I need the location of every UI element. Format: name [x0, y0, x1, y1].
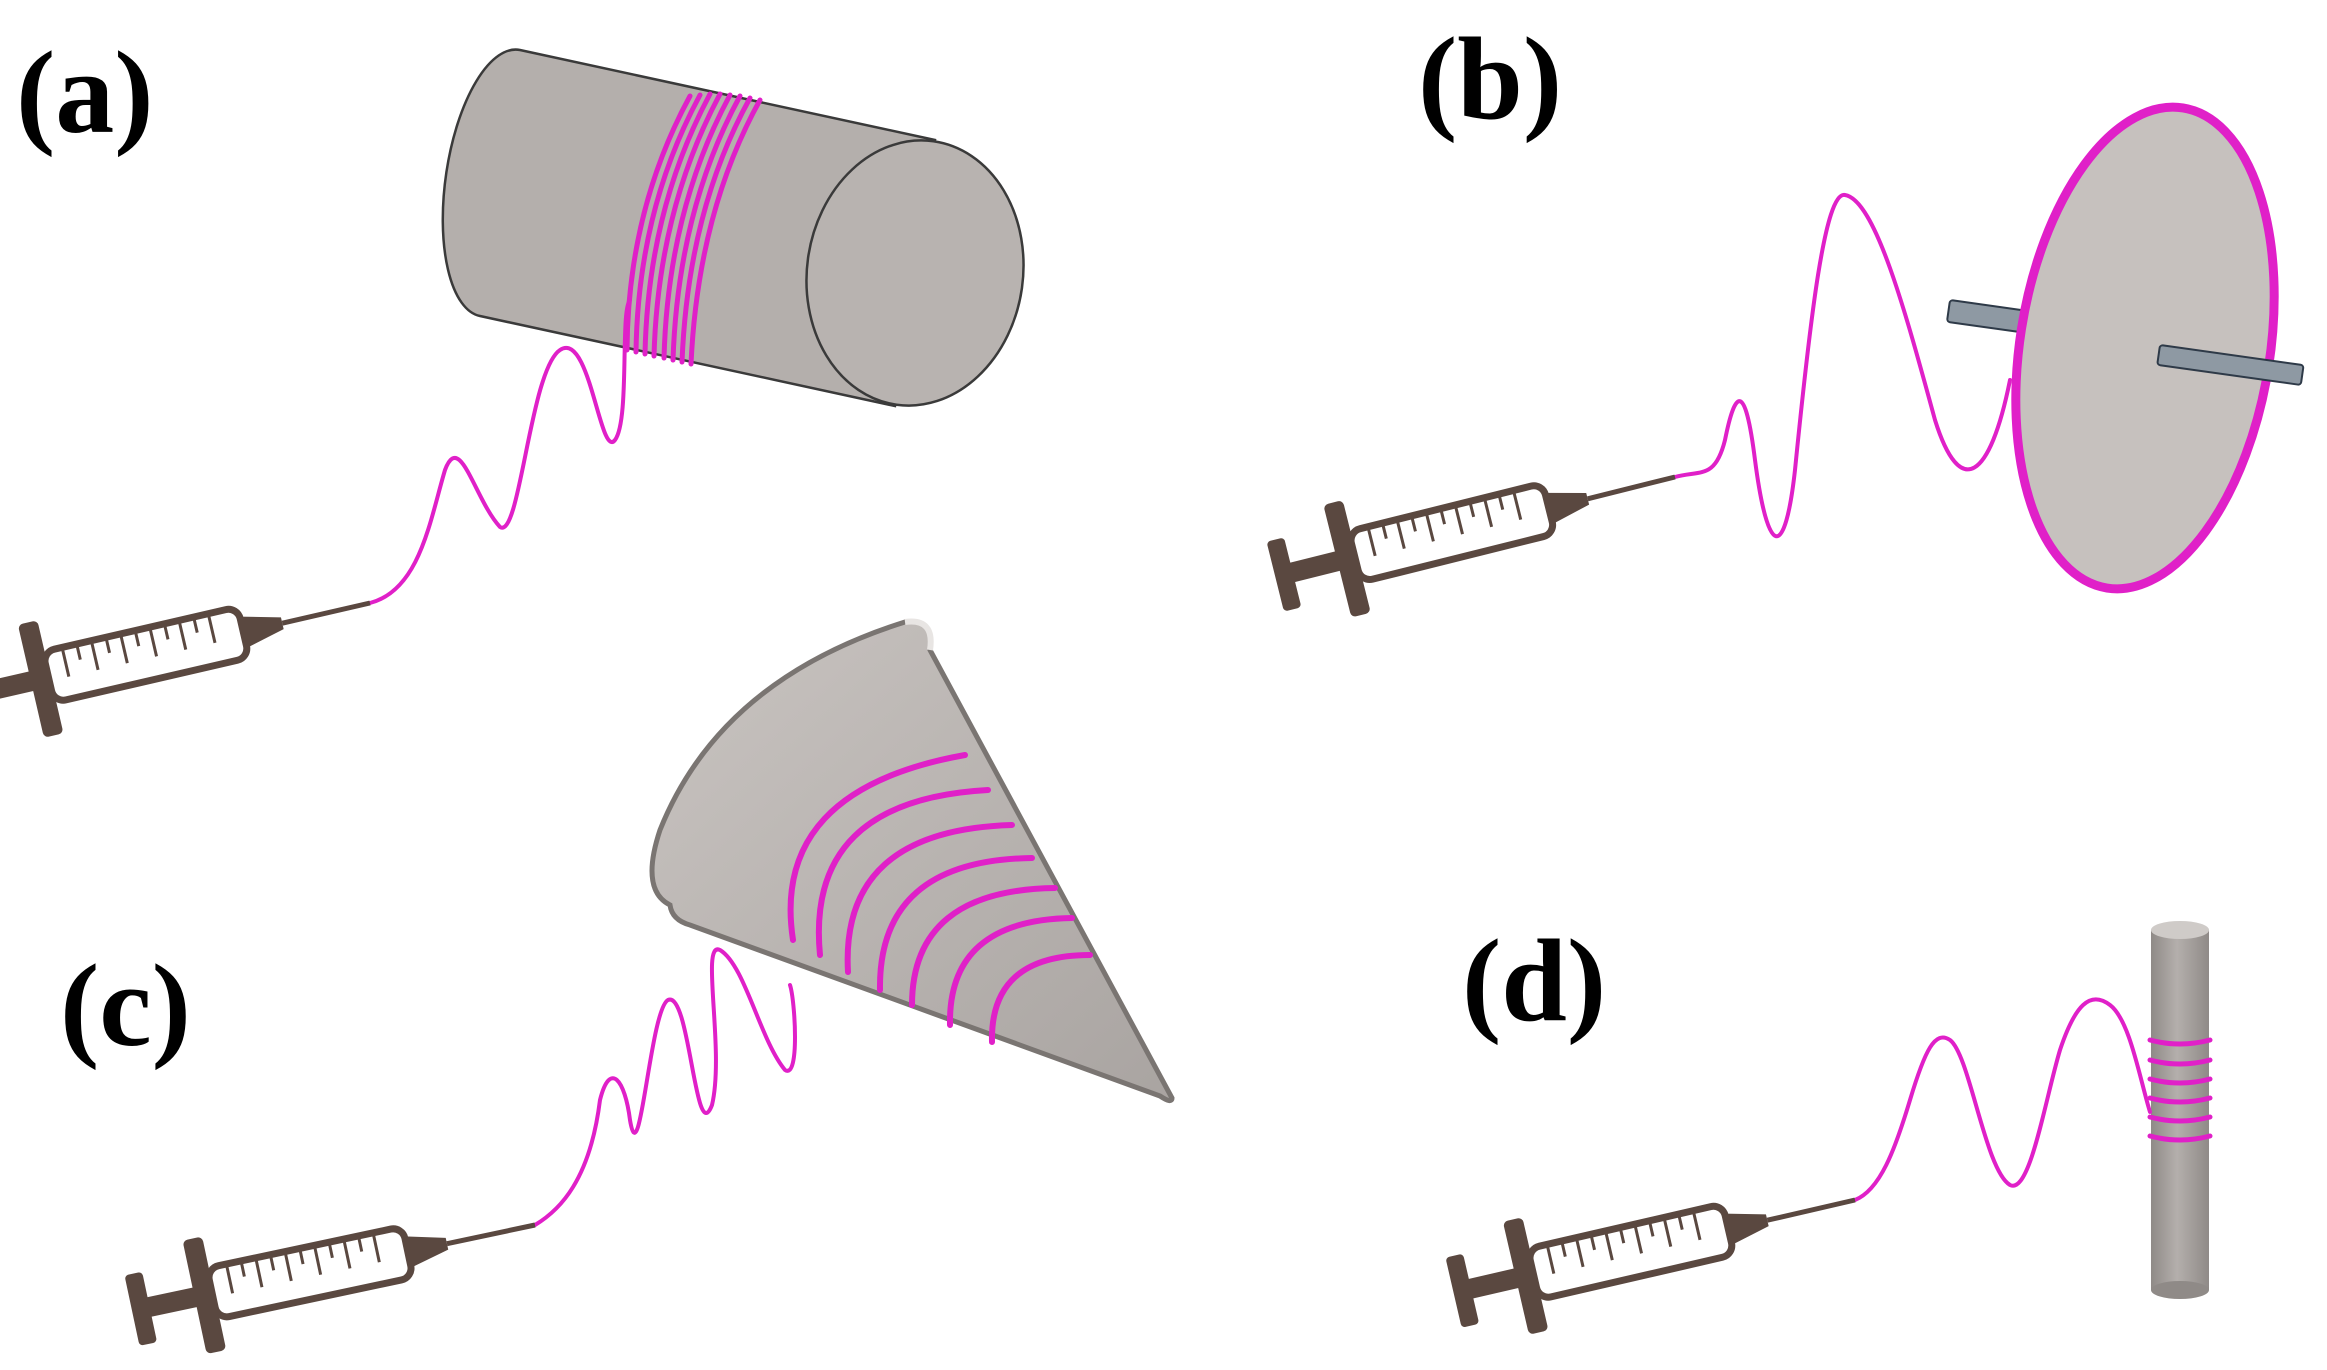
- syringe-icon: [1441, 1143, 1869, 1349]
- drum-collector-icon: [441, 48, 1025, 408]
- panel-d-label: (d): [1462, 915, 1606, 1046]
- fiber-jet-c: [533, 947, 797, 1227]
- panel-b-label: (b): [1418, 13, 1562, 144]
- axle-front: [2156, 344, 2305, 386]
- syringe-icon: [120, 1168, 547, 1367]
- cone-collector-icon: [649, 618, 1175, 1104]
- panel-c: (c): [60, 618, 1175, 1368]
- fiber-jet-d: [1853, 997, 2152, 1202]
- fiber-jet-a: [368, 298, 632, 605]
- syringe-icon: [0, 546, 383, 752]
- panel-a: (a): [0, 27, 1025, 752]
- fiber-jet-b: [1673, 193, 2012, 539]
- panel-b: (b): [1261, 13, 2305, 633]
- panel-d: (d): [1441, 915, 2213, 1349]
- axle-back: [1946, 299, 2030, 334]
- disc-collector-icon: [2011, 102, 2279, 594]
- drum-fiber-windings: [624, 91, 763, 367]
- syringe-icon: [1261, 421, 1689, 633]
- panel-c-label: (c): [60, 940, 191, 1071]
- panel-a-label: (a): [16, 27, 154, 158]
- cone-fiber-arcs: [787, 752, 1093, 1045]
- rod-collector-icon: [2151, 921, 2209, 1299]
- rod-fiber-windings: [2147, 1037, 2213, 1143]
